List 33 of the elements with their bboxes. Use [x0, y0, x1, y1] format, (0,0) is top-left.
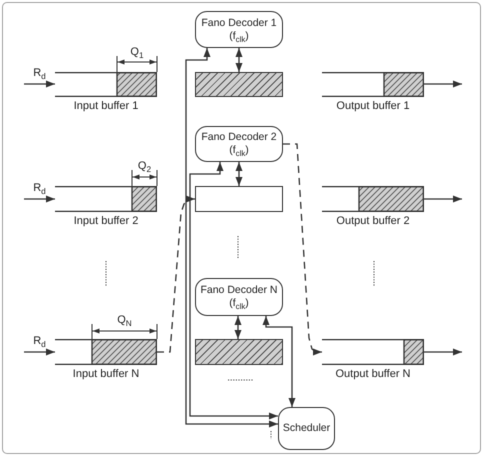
edge-label: R$_{d}$	[32, 335, 47, 348]
edge-label: R$_{d}$	[32, 67, 47, 80]
arrow	[424, 80, 462, 88]
process-box: Scheduler	[278, 407, 335, 450]
double-arrow	[262, 316, 296, 407]
buffer-label: Input buffer 1	[74, 100, 138, 113]
buffer-label: Input buffer N	[72, 368, 140, 381]
buffer-label: Output buffer 1	[336, 100, 410, 113]
memory-block	[195, 72, 283, 97]
memory-block	[195, 186, 283, 212]
buffer-label: Output buffer N	[336, 368, 410, 381]
arrow	[24, 80, 55, 88]
double-arrow	[234, 316, 242, 339]
dimension-label: Q$_{2}$	[138, 160, 152, 173]
arrow	[24, 196, 55, 202]
double-arrow	[189, 162, 278, 420]
arrow	[24, 348, 55, 356]
dashed-arrow	[157, 196, 195, 353]
double-arrow	[236, 48, 242, 72]
double-arrow	[236, 162, 242, 186]
buffer-label: Input buffer 2	[74, 215, 138, 228]
process-box: Fano Decoder 1 (f$_{clk}$)	[195, 11, 283, 48]
process-box: Fano Decoder 2 (f$_{clk}$)	[195, 126, 283, 162]
double-arrow	[185, 48, 278, 428]
dimension-label: Q$_{1}$	[130, 46, 144, 59]
buffer-label: Output buffer 2	[336, 215, 410, 228]
dashed-arrow	[283, 143, 322, 356]
edge-label: R$_{d}$	[32, 182, 47, 195]
process-box: Fano Decoder N (f$_{clk}$)	[195, 278, 283, 316]
dimension-label: Q$_{N}$	[117, 314, 132, 327]
arrow	[424, 196, 462, 202]
memory-block	[195, 339, 283, 365]
arrow	[424, 348, 462, 356]
